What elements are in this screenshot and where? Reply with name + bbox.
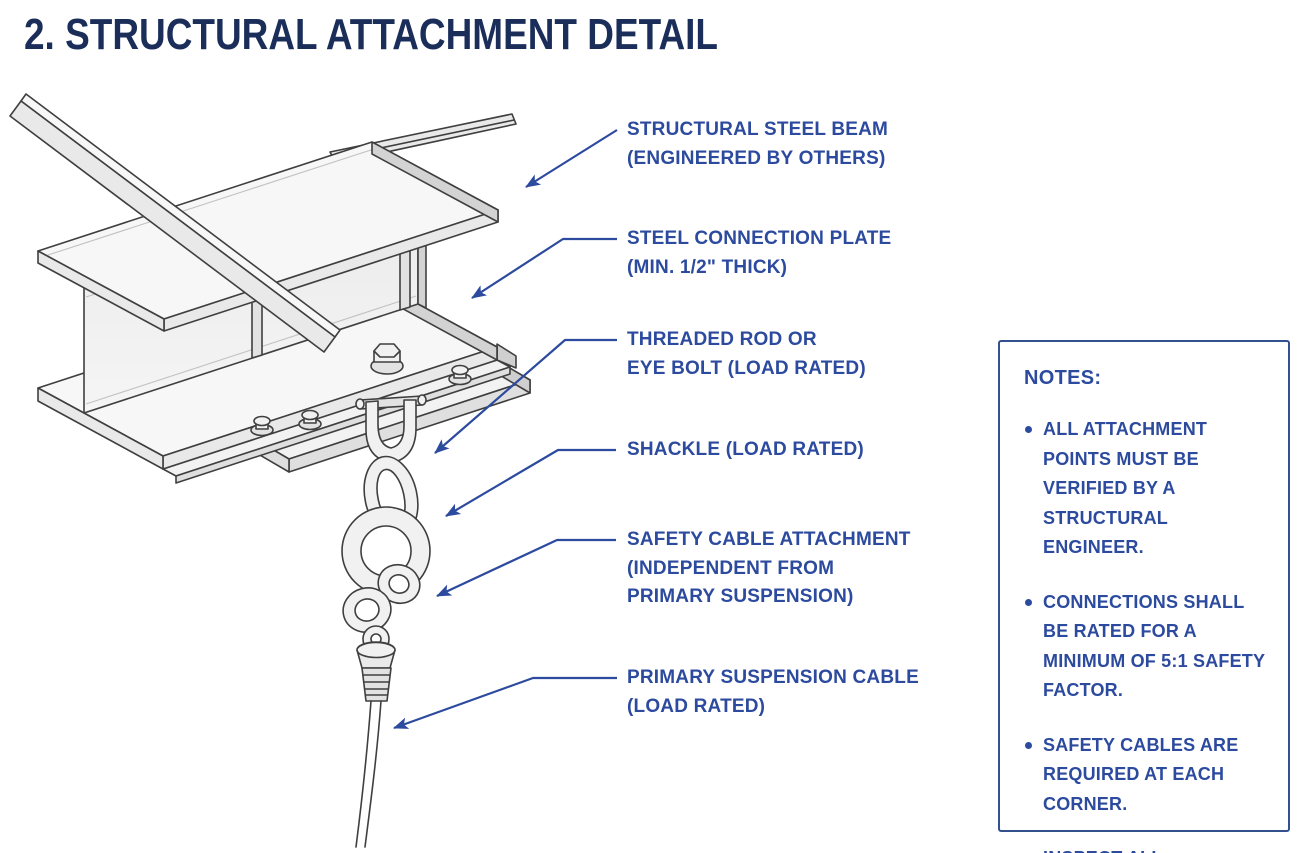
callout-line: PRIMARY SUSPENSION CABLE — [627, 667, 919, 688]
safety-rings — [342, 563, 421, 633]
eye-bolt-nut — [370, 343, 404, 375]
callout-line: (ENGINEERED BY OTHERS) — [627, 147, 886, 169]
callout-structural-steel-beam: STRUCTURAL STEEL BEAM (ENGINEERED BY OTH… — [627, 116, 888, 173]
mounting-bolts — [250, 364, 472, 437]
callout-line: STRUCTURAL STEEL BEAM — [627, 119, 889, 140]
leader-arrows — [393, 129, 618, 730]
note-item: CONNECTIONS SHALL BE RATED FOR A MINIMUM… — [1024, 588, 1272, 706]
bullet-icon — [1025, 741, 1032, 749]
note-item: SAFETY CABLES ARE REQUIRED AT EACH CORNE… — [1024, 731, 1272, 820]
note-item: INSPECT ALL HARDWARE REGULARLY. — [1024, 844, 1272, 853]
page-title: 2. STRUCTURAL ATTACHMENT DETAIL — [24, 10, 718, 59]
note-text: INSPECT ALL HARDWARE REGULARLY. — [1043, 848, 1271, 853]
deck-plank — [9, 93, 341, 353]
callout-line: EYE BOLT (LOAD RATED) — [627, 357, 866, 379]
callout-line: (INDEPENDENT FROM — [627, 557, 835, 579]
leader-arrow-primary-suspension-cable — [393, 676, 617, 730]
callout-line: PRIMARY SUSPENSION) — [627, 586, 854, 607]
leader-arrow-safety-cable-attachment — [436, 538, 616, 597]
top-flange — [37, 141, 499, 332]
callout-line: THREADED ROD OR — [627, 329, 817, 350]
mounting-bolt — [250, 415, 274, 437]
leader-arrow-steel-connection-plate — [471, 237, 617, 299]
callout-safety-cable-attachment: SAFETY CABLE ATTACHMENT (INDEPENDENT FRO… — [627, 526, 911, 612]
mounting-bolt — [448, 364, 472, 386]
suspension-cable — [355, 700, 382, 848]
notes-box: NOTES: ALL ATTACHMENT POINTS MUST BE VER… — [998, 340, 1290, 853]
callout-line: SHACKLE (LOAD RATED) — [627, 439, 864, 460]
callout-shackle: SHACKLE (LOAD RATED) — [627, 436, 864, 465]
callout-line: (MIN. 1/2" THICK) — [627, 256, 788, 278]
callout-threaded-rod-eye-bolt: THREADED ROD OR EYE BOLT (LOAD RATED) — [627, 326, 866, 383]
notes-heading: NOTES: — [1024, 367, 1102, 389]
leader-arrow-shackle — [445, 448, 616, 517]
callout-line: (LOAD RATED) — [627, 695, 766, 717]
leader-arrow-threaded-rod-eye-bolt — [434, 338, 617, 454]
mounting-bolt — [298, 409, 322, 431]
note-item: ALL ATTACHMENT POINTS MUST BE VERIFIED B… — [1024, 415, 1272, 563]
bullet-icon — [1025, 598, 1032, 606]
callout-line: STEEL CONNECTION PLATE — [627, 228, 892, 249]
notes-list: ALL ATTACHMENT POINTS MUST BE VERIFIED B… — [1024, 415, 1272, 853]
bullet-icon — [1025, 426, 1032, 433]
callout-primary-suspension-cable: PRIMARY SUSPENSION CABLE (LOAD RATED) — [627, 664, 919, 721]
leader-arrow-structural-steel-beam — [525, 129, 618, 188]
note-text: ALL ATTACHMENT POINTS MUST BE VERIFIED B… — [1043, 419, 1208, 557]
note-text: SAFETY CABLES ARE REQUIRED AT EACH CORNE… — [1043, 734, 1239, 814]
callout-line: SAFETY CABLE ATTACHMENT — [627, 529, 911, 550]
swage-terminal — [356, 625, 396, 702]
note-text: CONNECTIONS SHALL BE RATED FOR A MINIMUM… — [1043, 591, 1265, 701]
callout-steel-connection-plate: STEEL CONNECTION PLATE (MIN. 1/2" THICK) — [627, 225, 891, 282]
